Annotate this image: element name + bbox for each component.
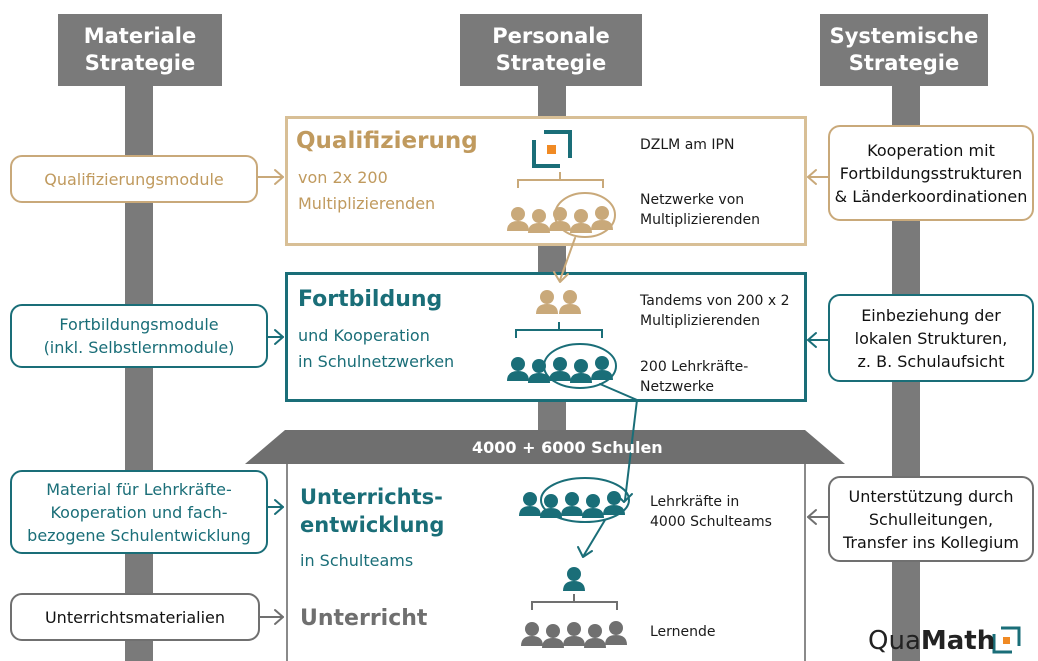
bracket-fortbildung (515, 322, 603, 338)
box-fortbildungsmodule: Fortbildungsmodule (inkl. Selbstlernmodu… (10, 304, 268, 368)
bracket-unterricht (531, 594, 618, 610)
box-schulleitungen: Unterstützung durch Schulleitungen, Tran… (828, 476, 1034, 562)
flow-arrow-head (615, 493, 633, 503)
box-label: Transfer ins Kollegium (843, 532, 1019, 552)
note-schulteams: Lehrkräfte in 4000 Schulteams (650, 492, 772, 532)
note-lernende: Lernende (650, 624, 716, 640)
flow-arrow-fortbildung-schulteams (599, 383, 638, 501)
box-lokale-strukturen: Einbeziehung der lokalen Strukturen, z. … (828, 294, 1034, 382)
flow-arrow-schulteams-lehrkraft (583, 519, 606, 556)
box-label: Einbeziehung der (861, 305, 1001, 325)
subtitle-line: Multiplizierenden (298, 194, 436, 213)
header-line: Strategie (84, 51, 196, 75)
subtitle-line: von 2x 200 (298, 168, 388, 187)
box-label: (inkl. Selbstlernmodule) (43, 338, 235, 357)
panel-qualifizierung (285, 116, 807, 246)
header-line: Strategie (495, 51, 607, 75)
arrow-left-qualifizierung-head (274, 169, 284, 185)
banner-schulen: 4000 + 6000 Schulen (472, 438, 663, 457)
people-group-icon (507, 356, 613, 383)
arrow-left-fortbildung-head (274, 329, 284, 345)
box-kooperation-fortbildungsstrukturen: Kooperation mit Fortbildungsstrukturen &… (828, 125, 1034, 221)
people-group-icon (521, 621, 627, 648)
note-netzwerke: Netzwerke von Multiplizierenden (640, 190, 760, 230)
box-label: Material für Lehrkräfte- (46, 479, 232, 499)
people-group-icon (536, 290, 581, 314)
heading-fortbildung: Fortbildung (298, 287, 443, 312)
header-systemische-strategie: Systemische Strategie (820, 14, 988, 86)
header-personale-strategie: Personale Strategie (460, 14, 642, 86)
heading-unterricht: Unterricht (300, 606, 428, 631)
heading-qualifizierung: Qualifizierung (296, 128, 478, 154)
flow-arrow-head (577, 546, 593, 558)
header-line: Personale (492, 24, 610, 48)
header-line: Systemische (829, 24, 979, 48)
flow-arrow-qualifizierung-fortbildung (559, 237, 576, 281)
note-line: Tandems von 200 x 2 (640, 293, 790, 309)
box-label: Unterstützung durch (848, 486, 1014, 506)
note-line: Multiplizierenden (640, 212, 761, 228)
box-label: Qualifizierungsmodule (44, 169, 224, 189)
subtitle-fortbildung: und Kooperation in Schulnetzwerken (298, 323, 454, 375)
header-materiale-strategie: Materiale Strategie (58, 14, 222, 86)
box-label: Unterrichtsmaterialien (44, 607, 226, 627)
people-group-icon (507, 206, 613, 233)
box-label: Fortbildungsmodule (59, 315, 219, 334)
box-label: Kooperation und fach- (50, 502, 228, 522)
heading-unterrichtsentwicklung: Unterrichts- entwicklung (300, 483, 444, 539)
quamath-logo-icon (992, 626, 1021, 654)
note-line: Netzwerke (640, 379, 714, 395)
note-line: Multiplizierenden (640, 313, 761, 329)
box-label: & Länderkoordinationen (834, 186, 1028, 206)
subtitle-unterrichtsentwicklung: in Schulteams (300, 551, 414, 570)
note-lehrkraefte-netzwerke: 200 Lehrkräfte- Netzwerke (640, 357, 748, 397)
box-label: lokalen Strukturen, (854, 328, 1008, 348)
box-label: Fortbildungsstrukturen (839, 163, 1023, 183)
header-line: Strategie (848, 51, 960, 75)
people-group-icon (519, 491, 625, 518)
people-group-icon (563, 567, 585, 591)
note-line: 4000 Schulteams (650, 514, 772, 530)
highlight-ellipse-qualifizierung (554, 192, 616, 238)
note-dzlm: DZLM am IPN (640, 137, 735, 153)
arrow-right-unterrichtsentwicklung-head (807, 509, 817, 525)
note-line: 200 Lehrkräfte- (640, 359, 749, 375)
arrow-left-unterricht-head (274, 609, 284, 625)
heading-line: entwicklung (300, 513, 445, 537)
arrow-right-fortbildung-head (807, 332, 817, 348)
flow-arrow-head (553, 271, 569, 283)
note-tandems: Tandems von 200 x 2 Multiplizierenden (640, 291, 790, 331)
note-line: Netzwerke von (640, 192, 745, 208)
bracket-qualifizierung (517, 172, 604, 188)
note-line: Lehrkräfte in (650, 494, 740, 510)
heading-line: Unterrichts- (300, 485, 443, 509)
box-qualifizierungsmodule: Qualifizierungsmodule (10, 155, 258, 203)
highlight-ellipse-unterrichtsentwicklung (540, 477, 630, 523)
box-label: z. B. Schulaufsicht (857, 351, 1005, 371)
box-label: Kooperation mit (867, 140, 995, 160)
brand-part: Qua (868, 626, 921, 656)
quamath-brand: QuaMath (868, 626, 995, 656)
dzlm-logo-icon (532, 130, 572, 168)
subtitle-line: in Schulnetzwerken (298, 352, 455, 371)
brand-part-bold: Math (920, 626, 996, 656)
box-unterrichtsmaterialien: Unterrichtsmaterialien (10, 593, 260, 641)
subtitle-qualifizierung: von 2x 200 Multiplizierenden (298, 165, 435, 217)
arrow-left-unterrichtsentwicklung-head (274, 499, 284, 515)
box-material-lehrkraefte: Material für Lehrkräfte- Kooperation und… (10, 470, 268, 554)
header-line: Materiale (83, 24, 197, 48)
box-label: Schulleitungen, (868, 509, 994, 529)
box-label: bezogene Schulentwicklung (27, 525, 251, 545)
subtitle-line: und Kooperation (298, 326, 430, 345)
arrow-right-qualifizierung-head (807, 169, 817, 185)
highlight-ellipse-fortbildung (543, 343, 617, 389)
schools-banner (245, 430, 845, 464)
